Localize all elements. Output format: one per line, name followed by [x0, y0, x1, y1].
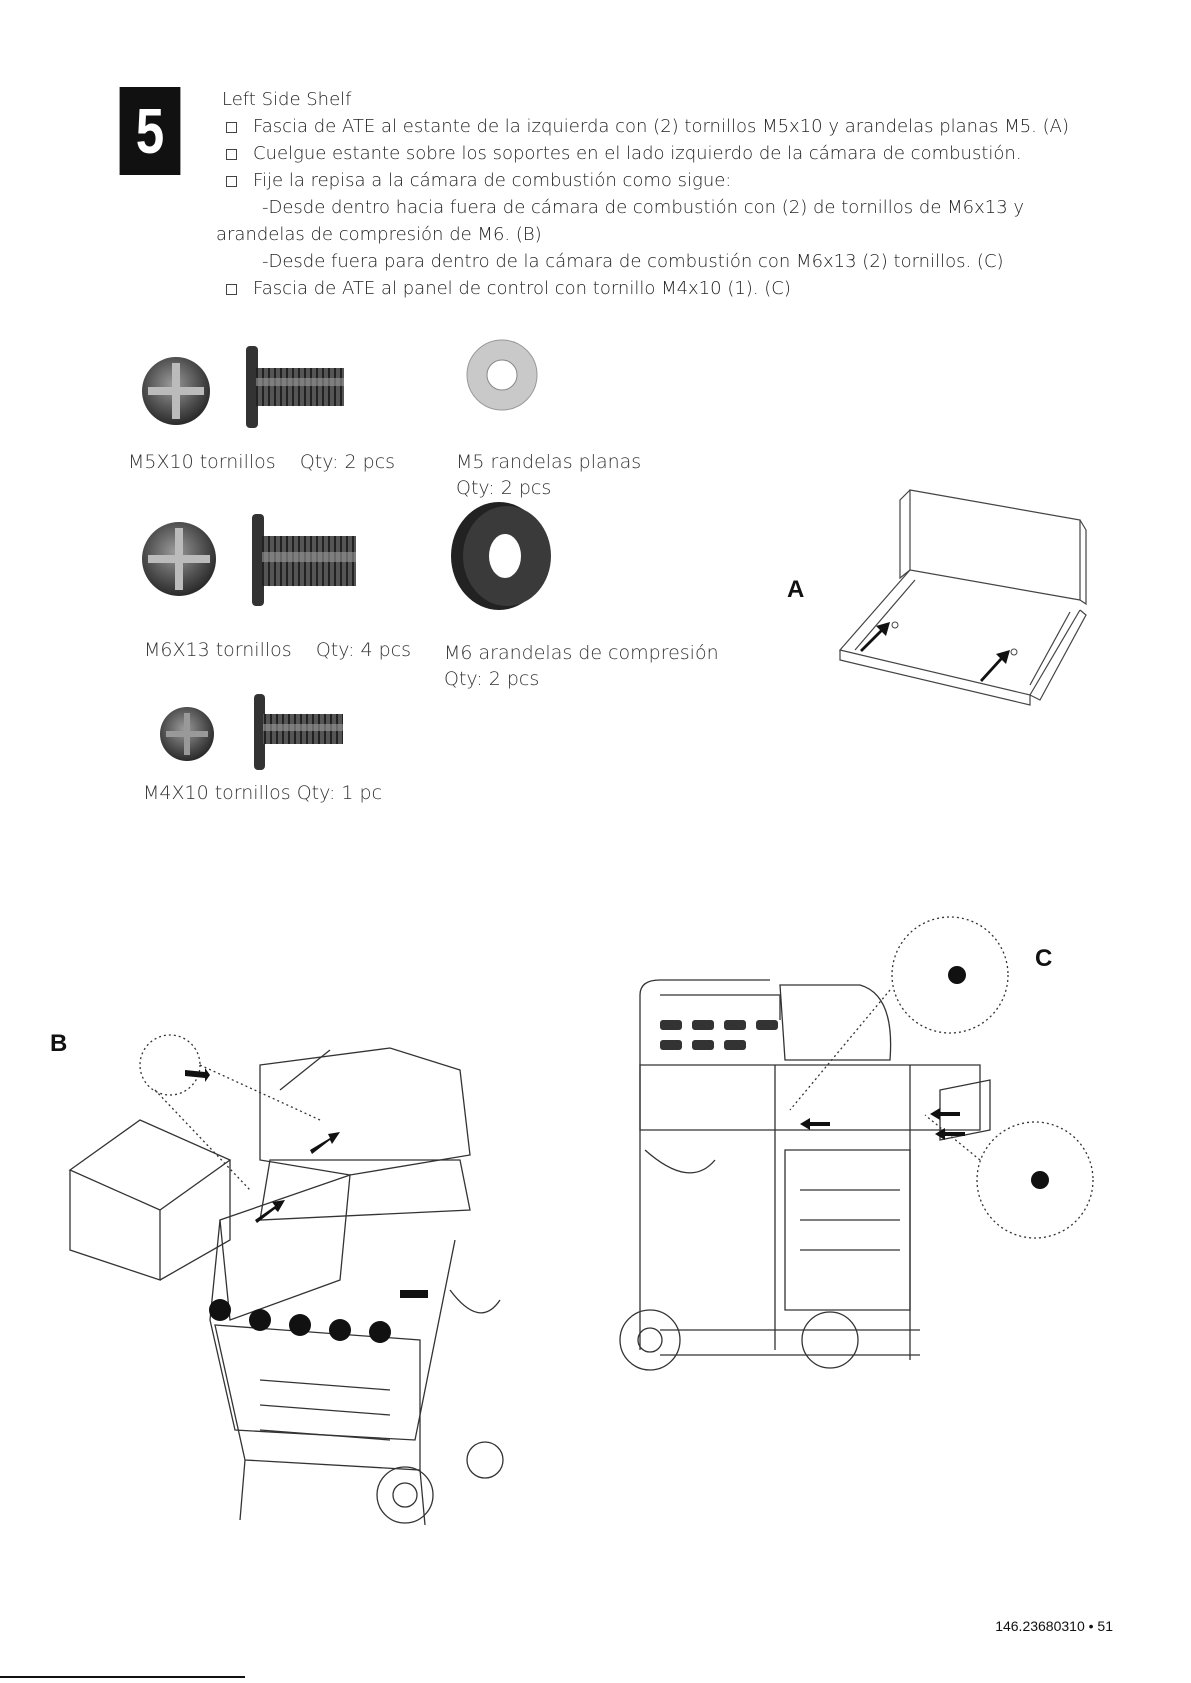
- diagram-label-a: A: [787, 576, 805, 603]
- part-name: M6 arandelas de compresión: [444, 642, 719, 664]
- sub-instruction-continued: arandelas de compresión de M6. (B): [216, 224, 542, 245]
- checkbox-icon: [226, 284, 237, 295]
- checkbox-icon: [226, 149, 237, 160]
- screw-head-icon: [142, 357, 210, 425]
- instruction-item: Fije la repisa a la cámara de combustión…: [222, 167, 1102, 194]
- sub-instruction: -Desde dentro hacia fuera de cámara de c…: [262, 197, 1025, 218]
- part-qty: Qty: 2 pcs: [444, 668, 540, 690]
- screw-side-icon: [254, 694, 343, 770]
- instruction-text: Fije la repisa a la cámara de combustión…: [253, 170, 732, 191]
- instruction-text: Fascia de ATE al estante de la izquierda…: [253, 116, 1069, 137]
- screw-side-icon: [252, 514, 356, 606]
- step-heading: Left Side Shelf: [222, 89, 352, 110]
- instruction-text: Cuelgue estante sobre los soportes en el…: [253, 143, 1022, 164]
- step-number: 5: [135, 95, 165, 167]
- step-number-badge: 5: [119, 87, 181, 175]
- instruction-text: Fascia de ATE al panel de control con to…: [253, 278, 791, 299]
- instruction-item: Cuelgue estante sobre los soportes en el…: [222, 140, 1102, 167]
- checkbox-icon: [226, 176, 237, 187]
- diagram-label-b: B: [50, 1030, 68, 1057]
- grill-assembly-diagram-b: [68, 1034, 504, 1526]
- page-reference: 146.23680310 • 51: [995, 1618, 1113, 1634]
- instruction-item: Fascia de ATE al panel de control con to…: [222, 275, 1102, 302]
- instruction-item: Fascia de ATE al estante de la izquierda…: [222, 113, 1102, 140]
- part-name: M5X10 tornillos: [128, 451, 276, 473]
- part-qty: Qty: 4 pcs: [315, 639, 412, 661]
- checkbox-icon: [226, 122, 237, 133]
- part-qty: Qty: 2 pcs: [456, 477, 552, 499]
- screw-head-icon: [142, 522, 216, 596]
- screw-head-icon: [160, 707, 214, 761]
- side-shelf-diagram: [838, 489, 1087, 706]
- part-qty: Qty: 2 pcs: [299, 451, 396, 473]
- part-label-m4x10: M4X10 tornillos Qty: 1 pc: [143, 782, 383, 804]
- sub-instruction: -Desde fuera para dentro de la cámara de…: [262, 251, 1004, 272]
- screw-side-icon: [246, 346, 344, 428]
- instructions-block: Left Side Shelf Fascia de ATE al estante…: [216, 86, 1102, 302]
- part-label-m6x13: M6X13 tornillos Qty: 4 pcs: [144, 637, 411, 663]
- diagram-label-c: C: [1035, 945, 1053, 972]
- part-label-m5x10: M5X10 tornillos Qty: 2 pcs: [128, 449, 395, 475]
- bottom-rule: [0, 1676, 245, 1678]
- grill-assembly-diagram-c: [619, 916, 1094, 1371]
- flat-washer-icon: [466, 339, 538, 411]
- part-name: M5 randelas planas: [456, 451, 642, 473]
- part-name: M6X13 tornillos: [144, 639, 292, 661]
- compression-washer-icon: [451, 502, 551, 610]
